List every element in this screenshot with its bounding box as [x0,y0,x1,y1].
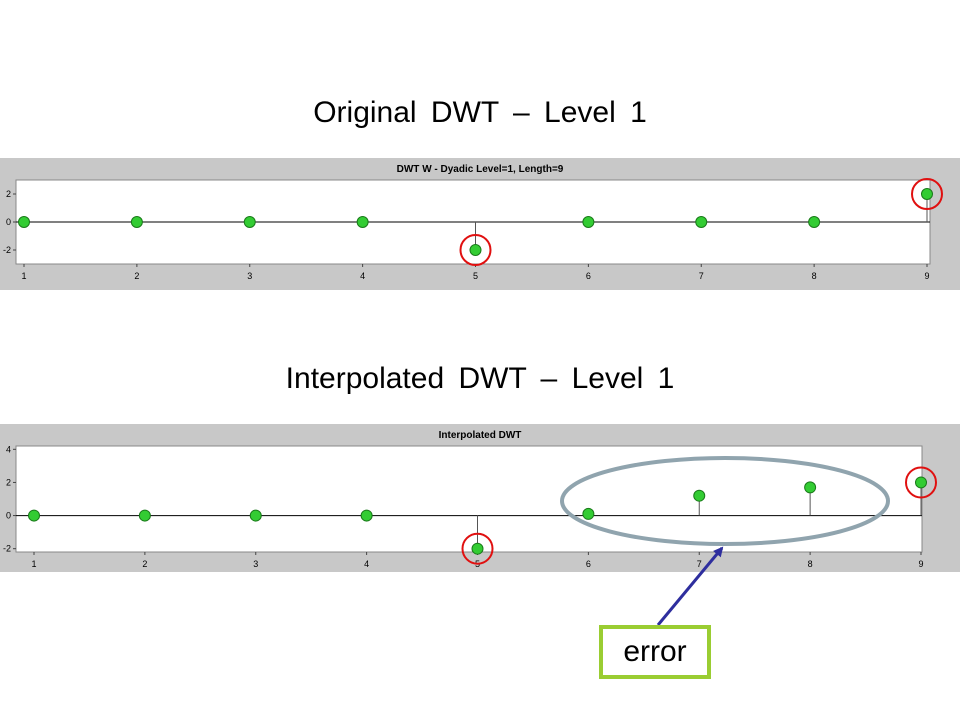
interpolated-data-point [249,509,262,522]
interpolated-xtick-label: 1 [31,559,36,569]
original-highlight-circle [911,178,943,210]
interpolated-dwt-heading: Interpolated DWT – Level 1 [285,362,675,395]
original-data-point [130,216,143,228]
original-data-point [243,216,256,228]
interpolated-xtick-label: 9 [918,559,923,569]
error-label: error [623,635,687,668]
interpolated-data-point [471,542,484,555]
original-xtick-label: 4 [360,271,365,281]
interpolated-highlight-circle [905,466,937,499]
original-highlight-circle [459,234,492,266]
interpolated-xtick-label: 7 [697,559,702,569]
interpolated-data-point [915,476,927,489]
original-xtick-label: 5 [473,271,478,281]
interpolated-xtick-label: 8 [808,559,813,569]
interpolated-ytick-label: 4 [6,444,11,454]
interpolated-xtick-label: 3 [253,559,258,569]
interpolated-xtick-label: 2 [142,559,147,569]
interpolated-data-point [28,509,40,522]
original-ytick-label: -2 [3,245,11,255]
interpolated-ytick-label: 0 [6,511,11,521]
original-xtick-label: 7 [699,271,704,281]
original-xtick-label: 2 [134,271,139,281]
original-ytick-label: 0 [6,217,11,227]
interpolated-ytick-label: 2 [6,477,11,487]
interpolated-data-point [582,507,595,520]
original-data-point [582,216,595,228]
interpolated-xtick-label: 4 [364,559,369,569]
original-dwt-heading: Original DWT – Level 1 [313,96,647,129]
interpolated-chart-title: Interpolated DWT [439,430,522,441]
original-xtick-label: 3 [247,271,252,281]
original-ytick-label: 2 [6,189,11,199]
interpolated-data-point [360,509,373,522]
interpolated-data-point [138,509,151,522]
interpolated-ytick-label: -2 [3,544,11,554]
interpolated-data-point [804,481,817,494]
interpolated-xtick-label: 6 [586,559,591,569]
original-data-point [356,216,369,228]
error-label-box: error [599,625,711,679]
original-data-point [18,216,30,228]
original-data-point [808,216,821,228]
original-dwt-chart: DWT W - Dyadic Level=1, Length=9 -2 0 2 1 2 3 4… [0,158,960,290]
original-data-point [695,216,708,228]
original-data-point [921,188,933,200]
interpolated-highlight-circle [461,532,494,565]
original-xtick-label: 6 [586,271,591,281]
original-chart-title: DWT W - Dyadic Level=1, Length=9 [397,164,564,175]
interpolated-data-point [693,489,706,502]
original-xtick-label: 8 [812,271,817,281]
original-data-point [469,244,482,256]
original-xtick-label: 9 [924,271,929,281]
original-xtick-label: 1 [21,271,26,281]
